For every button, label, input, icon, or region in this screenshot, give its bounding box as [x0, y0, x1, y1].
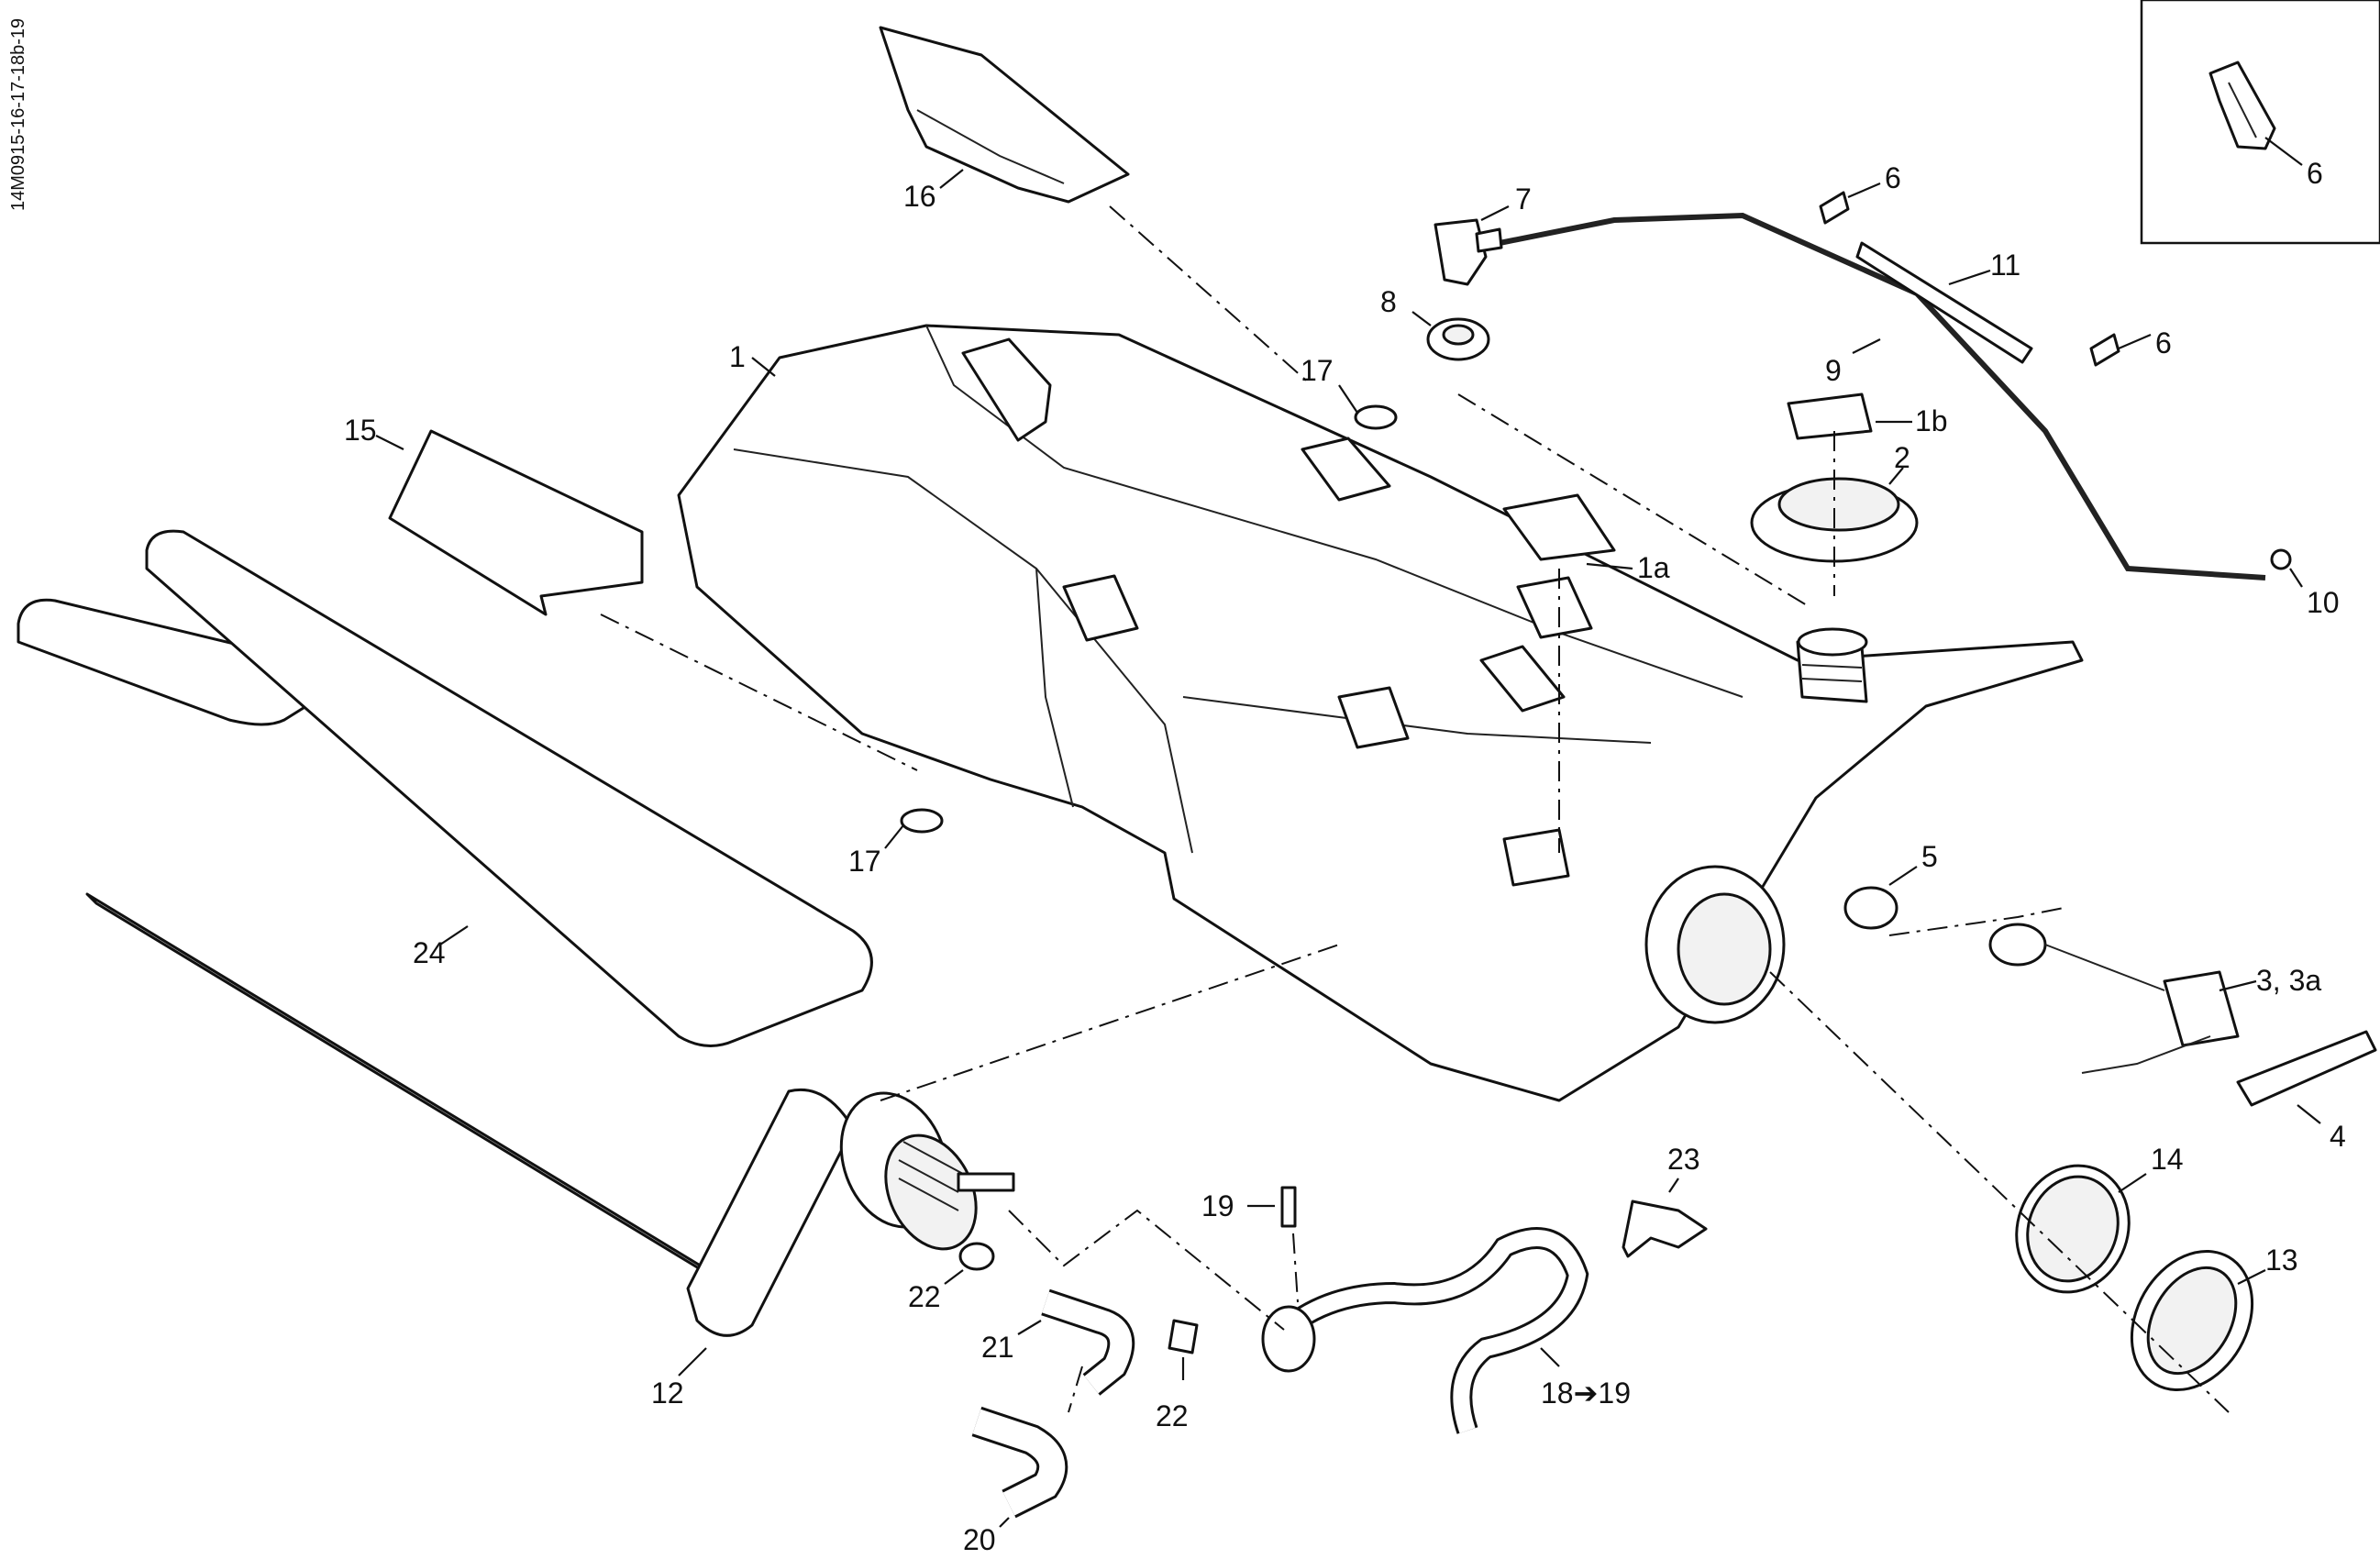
part-22-clamps: 22 22	[908, 1242, 1199, 1432]
part-15-shield: 15	[344, 414, 644, 616]
callout-19: 19	[1201, 1189, 1234, 1222]
callout-1a: 1a	[1637, 551, 1670, 584]
callout-11: 11	[1990, 249, 2020, 282]
callout-6-right: 6	[2155, 326, 2172, 359]
part-16-shield: 16	[879, 26, 1130, 213]
part-1-fuel-tank: 1	[677, 324, 2084, 1102]
part-14-seal-ring: 14	[2015, 1143, 2184, 1294]
callout-17-lower: 17	[848, 845, 881, 878]
callout-12: 12	[651, 1377, 684, 1410]
drawing-reference: 14M0915-16-17-18b-19	[8, 18, 28, 211]
callout-15: 15	[344, 414, 377, 447]
callout-22-left: 22	[908, 1280, 941, 1313]
assembly-guide-lines	[600, 205, 2230, 1413]
callout-13: 13	[2265, 1244, 2298, 1277]
part-6-clamps: 6 6	[1819, 161, 2172, 367]
callout-1: 1	[729, 340, 746, 373]
callout-14: 14	[2151, 1143, 2184, 1176]
callout-18-to-19: 18➔19	[1541, 1377, 1631, 1410]
callout-7: 7	[1515, 182, 1532, 216]
part-4-sleeve: 4	[2236, 1030, 2377, 1153]
callout-2: 2	[1894, 441, 1910, 474]
callout-8: 8	[1380, 285, 1397, 318]
part-12-fuel-pump: 12	[85, 892, 1015, 1410]
part-13-lock-ring: 13	[2130, 1244, 2298, 1391]
callout-9: 9	[1825, 354, 1842, 387]
part-17-grommets: 17 17	[848, 354, 1398, 878]
callout-5: 5	[1921, 840, 1938, 873]
part-18-hose-assembly: 18➔19	[1261, 1227, 1631, 1434]
part-3-fuel-level-sender: 3, 3a	[1988, 923, 2321, 1074]
part-2-fuel-cap: 2	[1750, 441, 1919, 563]
part-10-fitting: 10	[2270, 548, 2340, 619]
callout-23: 23	[1667, 1143, 1700, 1176]
callout-6-inset: 6	[2307, 157, 2323, 190]
callout-22-right: 22	[1156, 1399, 1189, 1432]
part-1b-pad: 1b	[1787, 393, 1948, 440]
part-11-hose: 11	[1855, 241, 2033, 364]
part-8-grommet: 8	[1380, 285, 1490, 361]
part-5-clamp: 5	[1843, 840, 1938, 930]
part-21-elbow-hose: 21	[981, 1288, 1135, 1396]
callout-24: 24	[413, 936, 446, 969]
callout-16: 16	[903, 180, 936, 213]
callout-6-upper: 6	[1885, 161, 1901, 194]
callout-1b: 1b	[1915, 404, 1948, 437]
callout-4: 4	[2330, 1120, 2346, 1153]
part-1a-pad: 1a	[1502, 493, 1670, 584]
inset-detail-box: 6	[2140, 0, 2380, 245]
part-24-liner: 24	[17, 529, 873, 1047]
part-19-clip: 19	[1201, 1186, 1297, 1228]
part-20-elbow-hose: 20	[963, 1406, 1068, 1556]
part-7-valve: 7	[1434, 182, 1532, 286]
callout-17-upper: 17	[1301, 354, 1334, 387]
callout-20: 20	[963, 1523, 996, 1556]
callout-10: 10	[2307, 586, 2340, 619]
part-23-clip: 23	[1622, 1143, 1708, 1258]
callout-3-3a: 3, 3a	[2256, 964, 2321, 997]
callout-21: 21	[981, 1331, 1014, 1364]
